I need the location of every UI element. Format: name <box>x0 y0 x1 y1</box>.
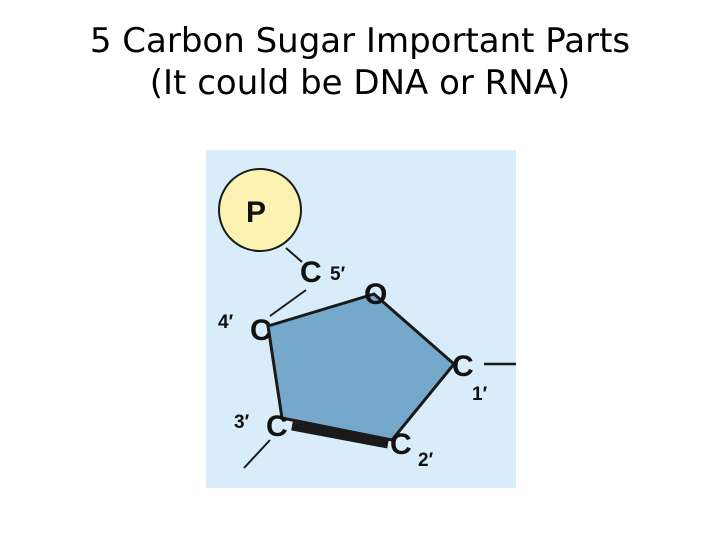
c3-c2-bond <box>291 421 389 449</box>
title-line-1: 5 Carbon Sugar Important Parts <box>89 21 631 61</box>
sugar-diagram: P C 5′ O 4′ C C 1′ 3′ C C 2′ <box>206 150 516 488</box>
phosphate-label: P <box>246 196 266 229</box>
c5-prime-label: 5′ <box>330 264 346 285</box>
phosphate-circle <box>218 168 302 252</box>
ring-oxygen-label: O <box>364 278 387 311</box>
c2-atom-label: C <box>390 428 412 461</box>
c5-c4-bond <box>269 289 307 317</box>
c3-hydroxyl-bond <box>243 439 271 469</box>
sugar-ring <box>266 292 457 442</box>
c1-prime-label: 1′ <box>472 384 488 405</box>
c5-atom-label: C <box>300 256 322 289</box>
c2-prime-label: 2′ <box>418 450 434 471</box>
title-line-2: (It could be DNA or RNA) <box>149 63 571 103</box>
slide-title: 5 Carbon Sugar Important Parts (It could… <box>0 20 720 104</box>
c4-atom-label: C <box>250 314 272 347</box>
c3-prime-label: 3′ <box>234 412 250 433</box>
sugar-diagram-svg: P C 5′ O 4′ C C 1′ 3′ C C 2′ <box>206 150 516 488</box>
phosphate-c5-bond <box>285 247 303 263</box>
c4-prime-label: 4′ <box>218 312 234 333</box>
c1-atom-label: C <box>452 350 474 383</box>
c3-atom-label: C <box>266 410 288 443</box>
